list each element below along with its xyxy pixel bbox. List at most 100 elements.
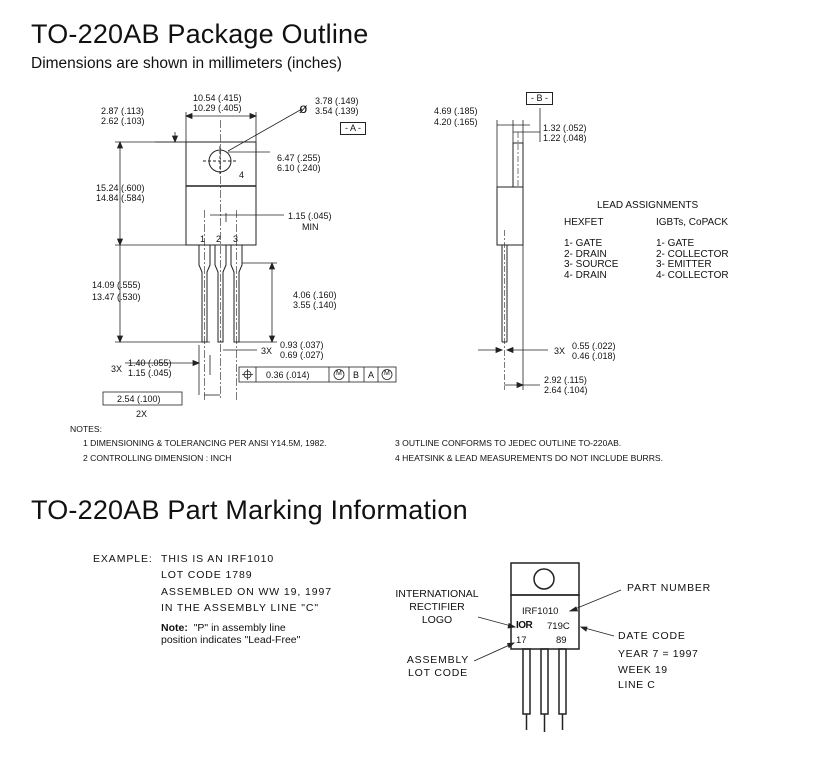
pin-1: 1 bbox=[200, 234, 206, 244]
note-item: 3 OUTLINE CONFORMS TO JEDEC OUTLINE TO-2… bbox=[395, 438, 622, 448]
pkg-date-code: 719C bbox=[547, 621, 570, 632]
lead-assignments-title: LEAD ASSIGNMENTS bbox=[597, 200, 699, 211]
shoulder-top: 1.40 (.055) bbox=[128, 358, 172, 368]
example-line: IN THE ASSEMBLY LINE "C" bbox=[161, 602, 320, 615]
tab-thick-top: 1.32 (.052) bbox=[543, 123, 587, 133]
note-label: Note: bbox=[161, 622, 188, 634]
lead-min-label: MIN bbox=[302, 222, 319, 232]
body-height-top: 15.24 (.600) bbox=[96, 183, 145, 193]
note-item: 1 DIMENSIONING & TOLERANCING PER ANSI Y1… bbox=[83, 438, 327, 448]
hexfet-header: HEXFET bbox=[564, 217, 604, 228]
pkg-lot-right: 89 bbox=[556, 635, 567, 646]
igbt-item: 3- EMITTER bbox=[656, 259, 712, 270]
shoulder-count: 3X bbox=[111, 364, 123, 374]
assembly-lot-line: ASSEMBLY bbox=[406, 654, 470, 666]
tolerance-ref-m2: M bbox=[384, 370, 390, 377]
outline-subtitle: Dimensions are shown in millimeters (inc… bbox=[31, 55, 342, 72]
note-text-2: position indicates "Lead-Free" bbox=[161, 634, 301, 646]
example-line: LOT CODE 1789 bbox=[161, 569, 253, 582]
datum-b: - B - bbox=[526, 92, 553, 105]
hole-to-body-top: 6.47 (.255) bbox=[277, 153, 321, 163]
lead-width-bottom: 0.69 (.027) bbox=[280, 350, 324, 360]
lead-thick-count: 3X bbox=[554, 346, 566, 356]
tab-thick-bottom: 1.22 (.048) bbox=[543, 133, 587, 143]
date-code-lines: YEAR 7 = 1997 WEEK 19 LINE C bbox=[618, 647, 698, 694]
assembly-lot-line: LOT CODE bbox=[408, 667, 468, 679]
datum-a: - A - bbox=[340, 122, 367, 135]
diameter-symbol: ø bbox=[299, 100, 308, 116]
side-view-dimension-lines bbox=[478, 108, 548, 390]
hexfet-list: 1- GATE 2- DRAIN 3- SOURCE 4- DRAIN bbox=[564, 238, 619, 281]
pkg-logo: IOR bbox=[516, 620, 533, 631]
lead-offset-top: 2.92 (.115) bbox=[544, 375, 587, 385]
outline-title: TO-220AB Package Outline bbox=[31, 19, 369, 49]
lead-bend-top: 4.06 (.160) bbox=[293, 290, 337, 300]
hexfet-item: 4- DRAIN bbox=[564, 269, 607, 281]
tolerance-ref-b: B bbox=[353, 370, 360, 380]
igbt-header: IGBTs, CoPACK bbox=[656, 217, 729, 228]
note-text: "P" in assembly line bbox=[193, 622, 286, 634]
marking-leader-lines bbox=[473, 589, 622, 662]
lead-min: 1.15 (.045) bbox=[288, 211, 332, 221]
pitch-box bbox=[102, 391, 183, 406]
pkg-lot-left: 17 bbox=[516, 635, 527, 646]
date-code-line: WEEK 19 bbox=[618, 663, 668, 676]
example-line: ASSEMBLED ON WW 19, 1997 bbox=[161, 585, 332, 598]
igbt-list: 1- GATE 2- COLLECTOR 3- EMITTER 4- COLLE… bbox=[656, 238, 729, 281]
lead-length-bottom: 13.47 (.530) bbox=[92, 292, 141, 302]
marking-title: TO-220AB Part Marking Information bbox=[31, 495, 468, 525]
example-line: THIS IS AN IRF1010 bbox=[161, 553, 275, 565]
ir-logo-line: LOGO bbox=[421, 614, 453, 626]
note-item: 2 CONTROLLING DIMENSION : INCH bbox=[83, 453, 232, 463]
lead-offset-bottom: 2.64 (.104) bbox=[544, 385, 588, 395]
width-bottom: 10.29 (.405) bbox=[193, 103, 242, 113]
igbt-item: 1- GATE bbox=[656, 238, 695, 249]
shoulder-bottom: 1.15 (.045) bbox=[128, 368, 172, 378]
pkg-part-number: IRF1010 bbox=[522, 606, 559, 617]
lead-bend-bottom: 3.55 (.140) bbox=[293, 300, 337, 310]
lead-width-top: 0.93 (.037) bbox=[280, 340, 324, 350]
assembly-lot-label: ASSEMBLY LOT CODE bbox=[406, 654, 470, 680]
ir-logo-label: INTERNATIONAL RECTIFIER LOGO bbox=[392, 588, 482, 627]
thickness-top: 4.69 (.185) bbox=[434, 106, 478, 116]
igbt-item: 2- COLLECTOR bbox=[656, 248, 729, 260]
width-top: 10.54 (.415) bbox=[193, 93, 242, 103]
note-item: 4 HEATSINK & LEAD MEASUREMENTS DO NOT IN… bbox=[395, 453, 664, 463]
tab-height-bottom: 2.62 (.103) bbox=[101, 116, 145, 126]
pitch-count: 2X bbox=[136, 409, 148, 419]
tab-height-top: 2.87 (.113) bbox=[101, 106, 144, 116]
date-code-line: YEAR 7 = 1997 bbox=[618, 648, 699, 660]
hole-dia-bottom: 3.54 (.139) bbox=[315, 106, 359, 116]
notes-title: NOTES: bbox=[70, 424, 102, 434]
front-view-dimension-lines bbox=[115, 108, 303, 396]
tolerance-value: 0.36 (.014) bbox=[266, 370, 310, 380]
lead-thick-bottom: 0.46 (.018) bbox=[572, 351, 616, 361]
thickness-bottom: 4.20 (.165) bbox=[434, 117, 478, 127]
ir-logo-line: INTERNATIONAL bbox=[395, 588, 479, 600]
tolerance-frame bbox=[238, 366, 397, 383]
tolerance-ref-a: A bbox=[368, 370, 375, 380]
hexfet-item: 2- DRAIN bbox=[564, 248, 607, 260]
side-view-package bbox=[496, 132, 524, 390]
example-label: EXAMPLE: bbox=[93, 553, 153, 565]
hexfet-item: 3- SOURCE bbox=[564, 259, 619, 270]
lead-free-note: Note: "P" in assembly line position indi… bbox=[161, 622, 300, 646]
example-lines: THIS IS AN IRF1010 LOT CODE 1789 ASSEMBL… bbox=[161, 551, 332, 617]
pin-2: 2 bbox=[216, 234, 222, 244]
hexfet-item: 1- GATE bbox=[564, 238, 603, 249]
date-code-line: LINE C bbox=[618, 679, 656, 691]
tolerance-ref-m1: M bbox=[336, 370, 342, 377]
pin-label-4: 4 bbox=[239, 170, 245, 180]
marking-package bbox=[510, 562, 580, 732]
igbt-item: 4- COLLECTOR bbox=[656, 269, 729, 281]
part-number-label: PART NUMBER bbox=[627, 582, 712, 594]
pitch-value: 2.54 (.100) bbox=[117, 394, 161, 404]
hole-dia-top: 3.78 (.149) bbox=[315, 96, 359, 106]
body-height-bottom: 14.84 (.584) bbox=[96, 193, 145, 203]
lead-length-top: 14.09 (.555) bbox=[92, 280, 141, 290]
ir-logo-line: RECTIFIER bbox=[409, 601, 465, 613]
date-code-label: DATE CODE bbox=[618, 630, 686, 642]
lead-width-count: 3X bbox=[261, 346, 273, 356]
front-view-package bbox=[185, 120, 257, 400]
